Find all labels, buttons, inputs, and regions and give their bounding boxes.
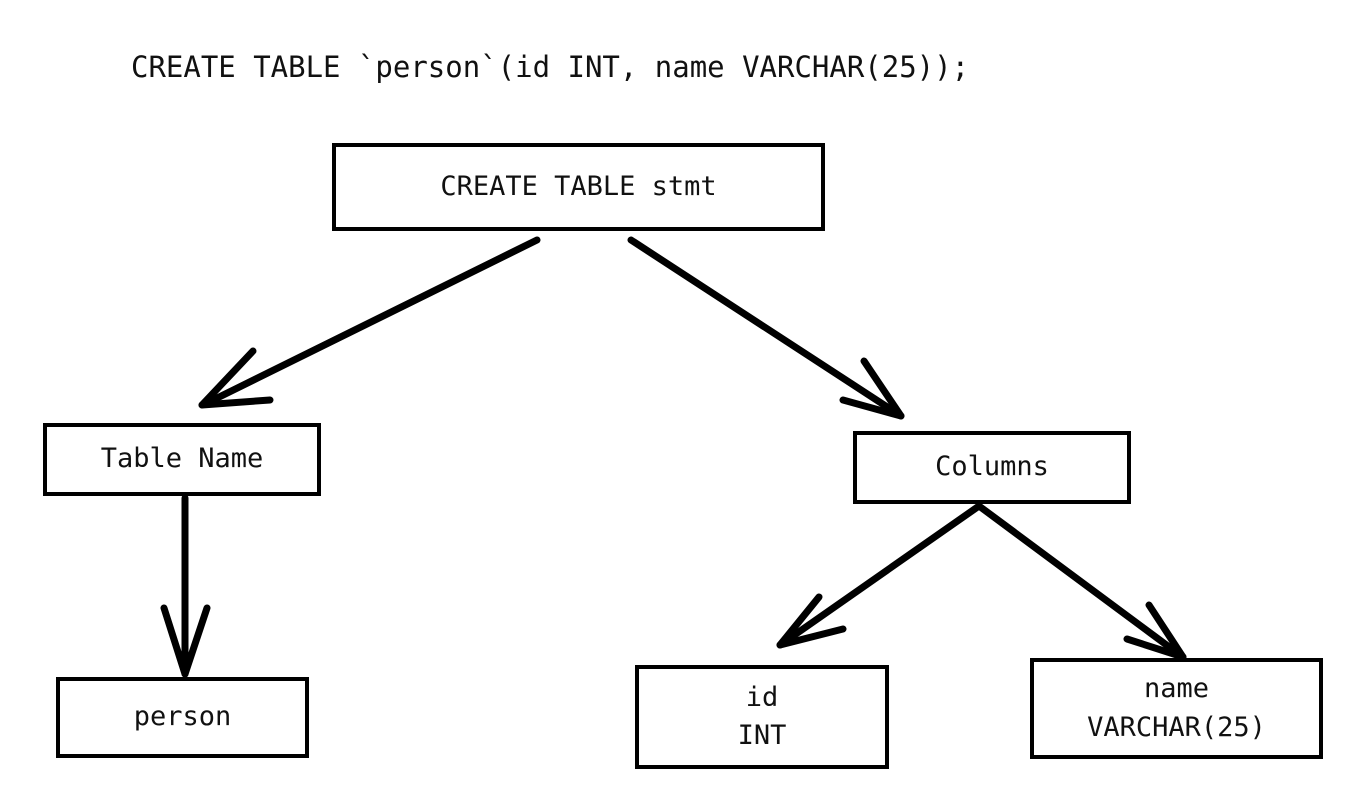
edge-root-to-columns — [627, 236, 905, 420]
edge-columns-to-id — [776, 502, 983, 649]
edge-root-to-table-name — [198, 236, 541, 409]
node-table-name[interactable]: Table Name — [43, 423, 321, 496]
node-column-name: name — [1143, 673, 1210, 705]
node-label: Columns — [935, 451, 1049, 483]
node-columns[interactable]: Columns — [853, 431, 1131, 504]
node-person[interactable]: person — [56, 677, 309, 758]
node-label: Table Name — [100, 443, 264, 475]
edge-table-name-to-person — [160, 494, 211, 678]
edge-columns-to-name — [975, 502, 1187, 661]
node-create-table-stmt[interactable]: CREATE TABLE stmt — [332, 143, 825, 231]
node-column-type: VARCHAR(25) — [1087, 711, 1266, 743]
node-column-id[interactable]: id INT — [635, 665, 889, 769]
node-column-name: id — [745, 681, 779, 713]
node-column-name-varchar[interactable]: name VARCHAR(25) — [1030, 658, 1323, 759]
node-label: CREATE TABLE stmt — [440, 170, 717, 202]
node-label: person — [133, 701, 232, 733]
sql-statement-caption: CREATE TABLE `person`(id INT, name VARCH… — [131, 50, 970, 84]
node-column-type: INT — [737, 720, 787, 751]
